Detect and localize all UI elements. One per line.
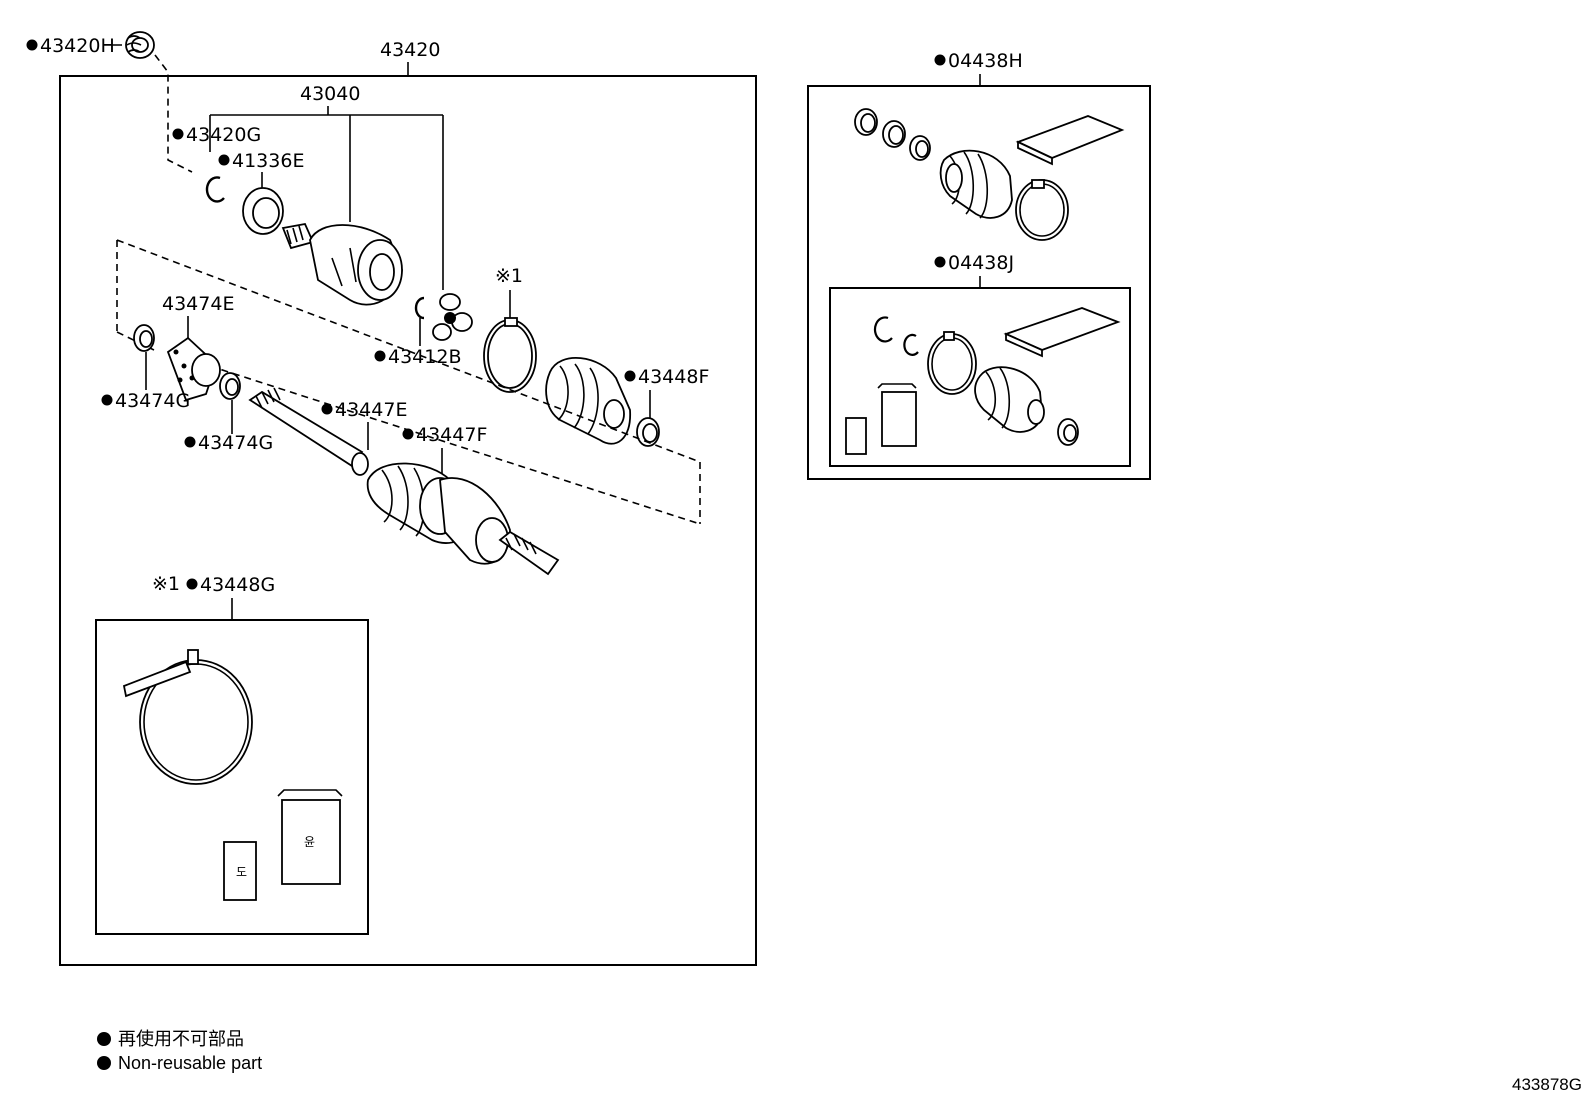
legend-bullet-2 xyxy=(97,1056,111,1070)
label-43447E[interactable]: 43447E xyxy=(335,399,407,421)
part-43420H-cap xyxy=(125,31,155,59)
bullet-04438H xyxy=(934,54,946,66)
label-43474G-b[interactable]: 43474G xyxy=(198,432,273,454)
part-tripod-joint xyxy=(432,293,473,341)
svg-text:도: 도 xyxy=(236,865,247,879)
label-43447F[interactable]: 43447F xyxy=(416,424,487,446)
label-43448F[interactable]: 43448F xyxy=(638,366,709,388)
part-grease-sheet-43448G: 도 윤 xyxy=(223,789,343,901)
label-43420H[interactable]: 43420H xyxy=(40,35,115,57)
frame-43448G xyxy=(95,619,369,935)
part-kit-04438H-band xyxy=(1015,179,1069,241)
part-outboard-joint xyxy=(366,462,560,576)
part-inboard-joint-housing xyxy=(281,222,403,306)
part-clamp-43474G-b xyxy=(219,372,241,400)
legend-text-en: Non-reusable part xyxy=(118,1053,262,1073)
legend-text-ja: 再使用不可部品 xyxy=(118,1029,244,1049)
bullet-43420H xyxy=(26,39,38,51)
bullet-43447F xyxy=(402,428,414,440)
label-ref1-43448G[interactable]: ※1 xyxy=(152,573,180,595)
part-kit-04438J-rings xyxy=(873,316,919,356)
bullet-43474G-a xyxy=(101,394,113,406)
part-seal-41336E xyxy=(242,187,284,235)
bullet-43448G xyxy=(186,578,198,590)
part-clamp-band-43448G xyxy=(122,649,253,785)
part-kit-04438H-boot xyxy=(939,149,1013,219)
part-kit-04438J-grease xyxy=(845,383,917,455)
part-inboard-boot xyxy=(545,357,631,445)
bullet-04438J xyxy=(934,256,946,268)
bullet-43420G xyxy=(172,128,184,140)
part-kit-04438J-sheet xyxy=(1003,307,1121,358)
label-43420G[interactable]: 43420G xyxy=(186,124,261,146)
part-snap-ring-43420G xyxy=(205,176,225,203)
label-43420[interactable]: 43420 xyxy=(380,39,440,61)
diagram-id: 433878G xyxy=(1512,1075,1582,1094)
bullet-43447E xyxy=(321,403,333,415)
part-clamp-43448F xyxy=(636,417,660,447)
label-43474E[interactable]: 43474E xyxy=(162,293,234,315)
part-kit-04438J-boot xyxy=(974,366,1045,433)
bullet-43474G-b xyxy=(184,436,196,448)
part-kit-04438J-band xyxy=(927,331,977,395)
label-04438J[interactable]: 04438J xyxy=(948,252,1014,274)
label-43474G-a[interactable]: 43474G xyxy=(115,390,190,412)
part-drive-shaft xyxy=(248,387,369,476)
part-kit-04438J-clamp xyxy=(1057,418,1079,446)
frame-04438H xyxy=(807,85,1151,480)
part-kit-04438H-sheet xyxy=(1015,115,1125,166)
part-damper-43474E xyxy=(166,336,221,402)
svg-text:윤: 윤 xyxy=(304,835,315,849)
label-ref1[interactable]: ※1 xyxy=(495,265,523,287)
bullet-43412B xyxy=(374,350,386,362)
part-clamp-43474G-a xyxy=(133,324,155,352)
frame-04438J xyxy=(829,287,1131,467)
label-43040[interactable]: 43040 xyxy=(300,83,360,105)
bullet-41336E xyxy=(218,154,230,166)
bullet-43448F xyxy=(624,370,636,382)
part-boot-clamp-inboard xyxy=(483,317,537,393)
part-kit-04438H-clamps xyxy=(854,108,931,161)
part-snap-ring-43412B xyxy=(414,296,425,320)
label-41336E[interactable]: 41336E xyxy=(232,150,304,172)
label-04438H[interactable]: 04438H xyxy=(948,50,1023,72)
legend-bullet-1 xyxy=(97,1032,111,1046)
label-43448G[interactable]: 43448G xyxy=(200,574,275,596)
